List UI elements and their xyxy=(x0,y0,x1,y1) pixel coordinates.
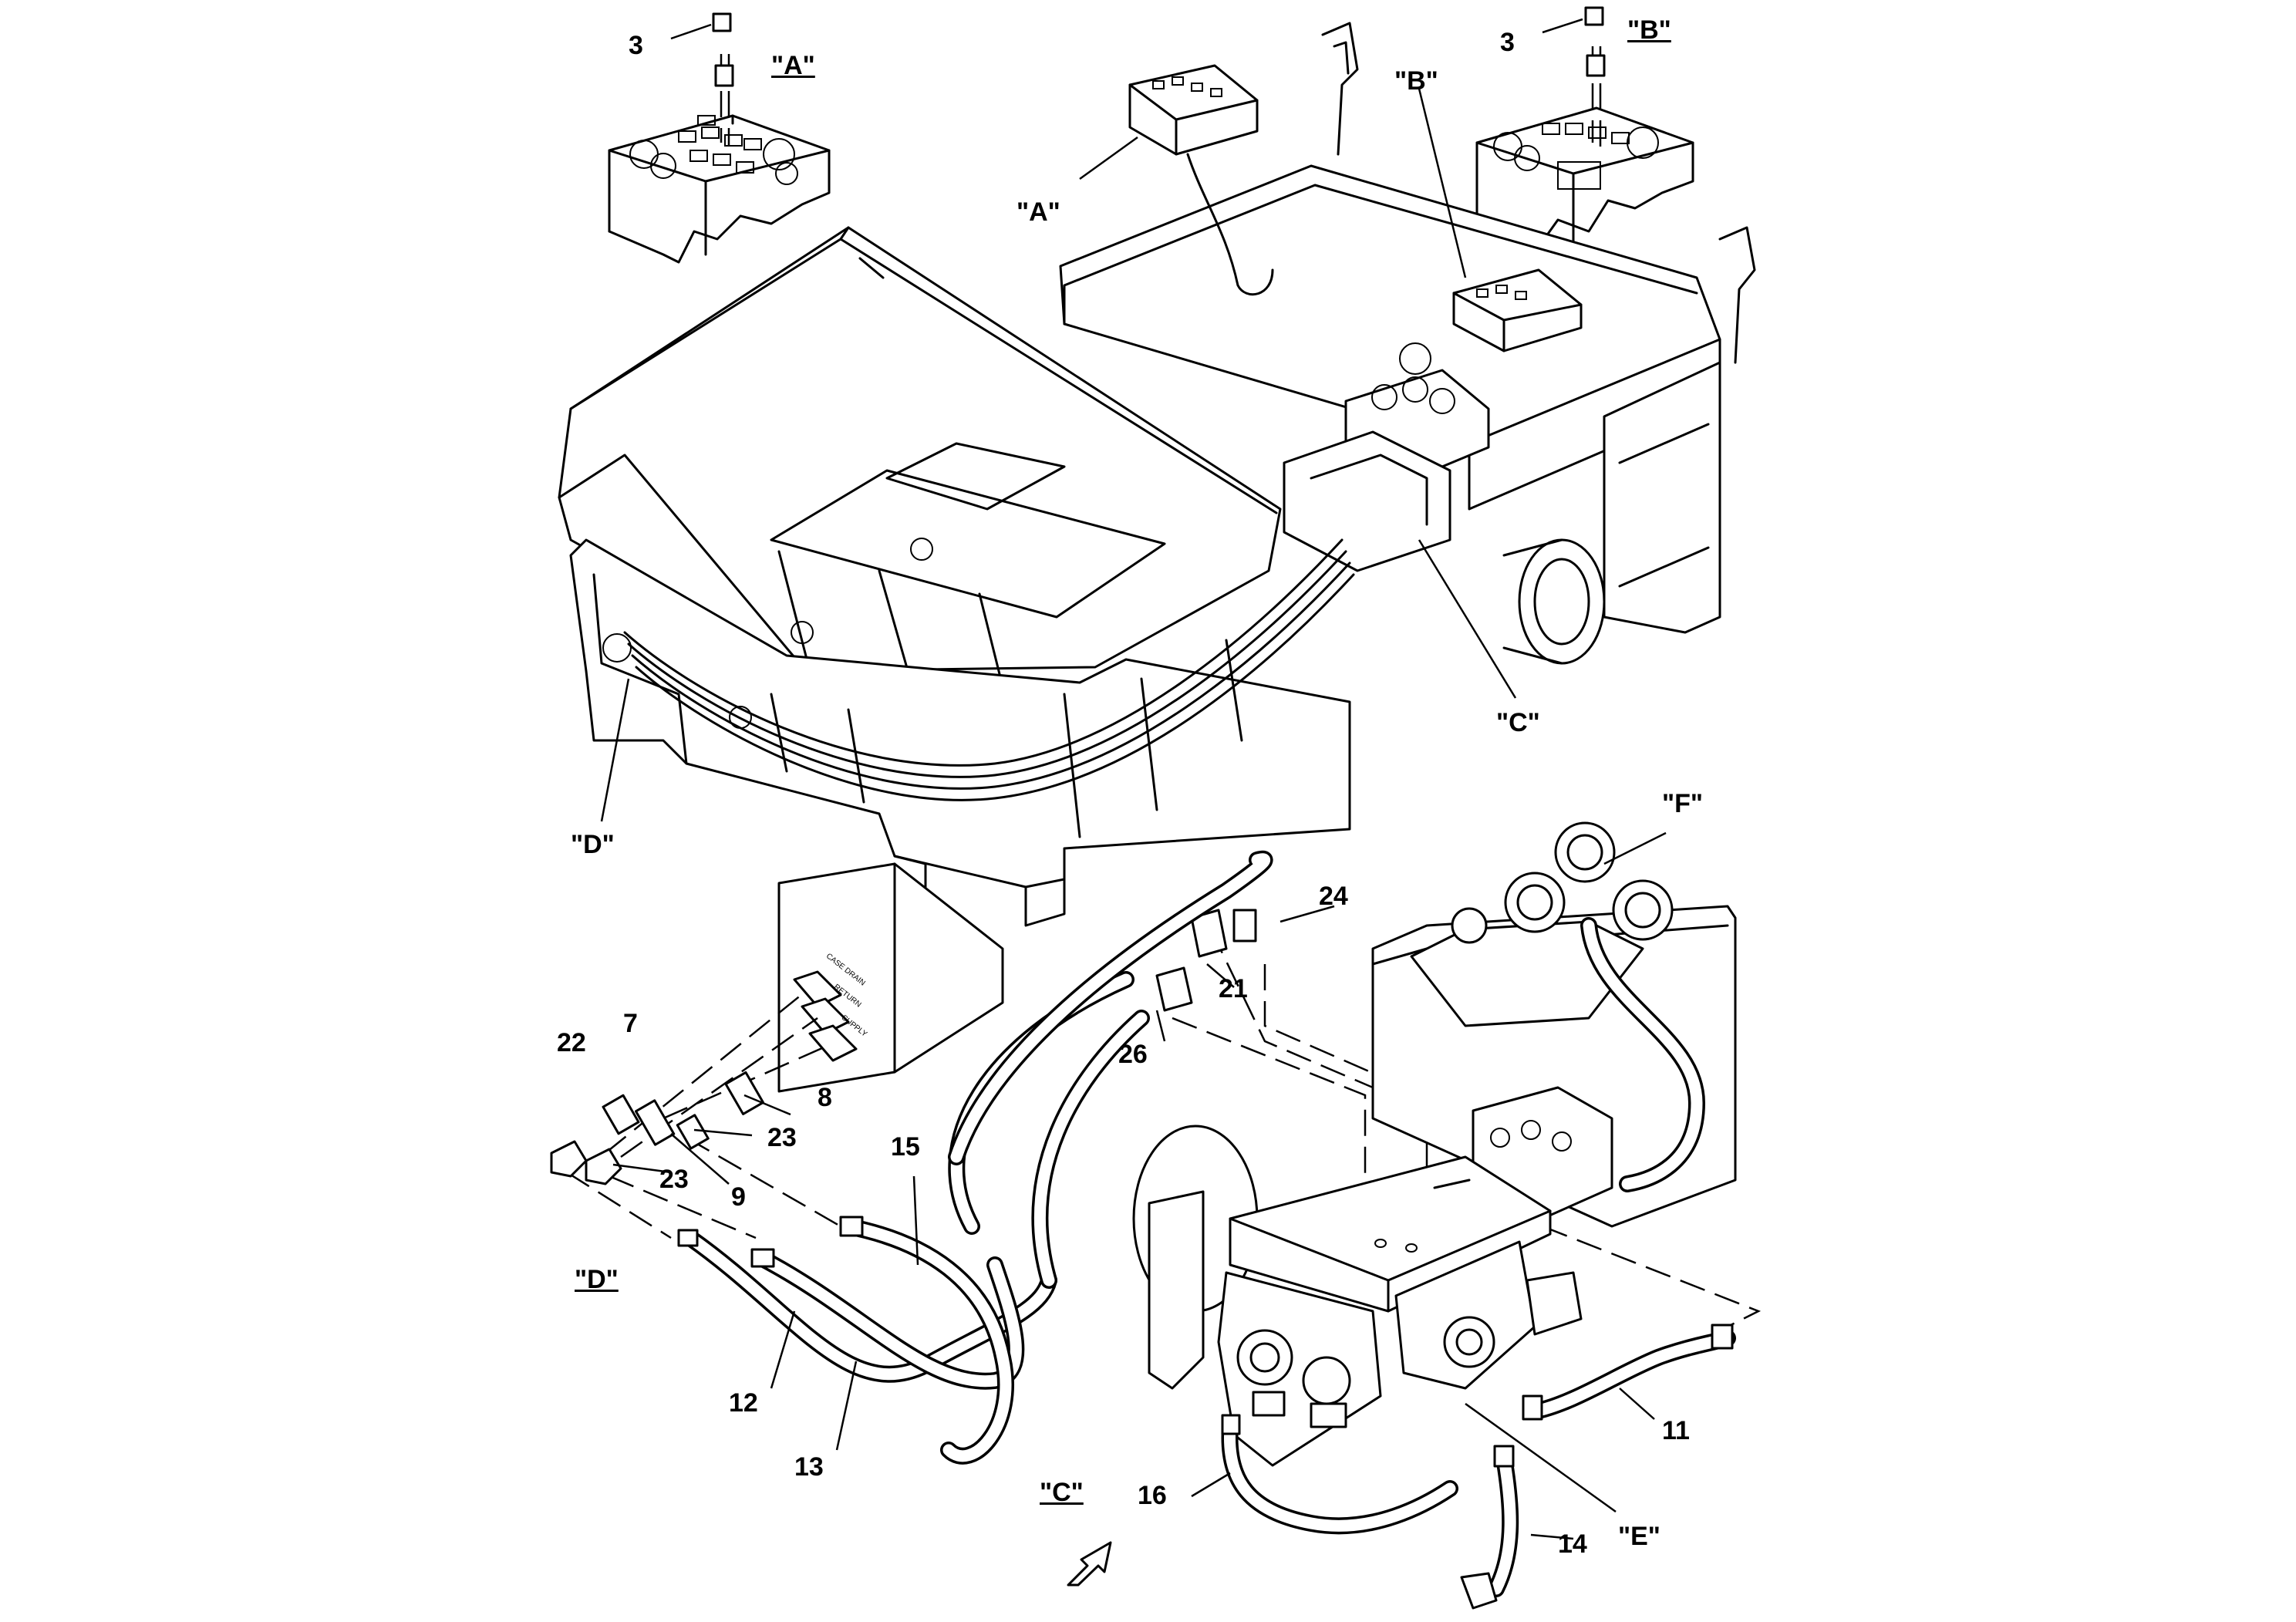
detail-b-control-box xyxy=(1475,6,1694,248)
port-panel xyxy=(777,862,1004,1093)
hose-bundle-d xyxy=(623,538,1355,838)
hose-group-left xyxy=(677,850,1273,1465)
callout-23-upper: 23 xyxy=(767,1123,797,1152)
callout-21: 21 xyxy=(1219,974,1248,1003)
console-b-mounted xyxy=(1452,268,1583,352)
view-ref-d: "D" xyxy=(571,830,615,859)
view-label-d: "D" xyxy=(575,1265,619,1294)
view-ref-f: "F" xyxy=(1662,789,1704,818)
callout-13: 13 xyxy=(794,1452,824,1482)
callout-14: 14 xyxy=(1558,1529,1587,1559)
callout-9: 9 xyxy=(731,1182,746,1212)
loose-fittings xyxy=(550,909,1257,1185)
view-label-b-detail: "B" xyxy=(1627,15,1671,45)
callout-26: 26 xyxy=(1118,1040,1148,1069)
console-a-mounted xyxy=(1128,64,1274,296)
callout-23-lower: 23 xyxy=(659,1165,689,1194)
callout-leaders xyxy=(612,831,1667,1540)
hose-group-right xyxy=(1221,1324,1736,1610)
view-label-c: "C" xyxy=(1040,1478,1084,1507)
callout-24: 24 xyxy=(1319,882,1348,911)
callout-12: 12 xyxy=(729,1388,758,1418)
chassis-frame xyxy=(1059,22,1756,665)
view-ref-a: "A" xyxy=(1017,197,1060,227)
view-label-a-detail: "A" xyxy=(771,51,815,80)
callout-15: 15 xyxy=(891,1132,920,1162)
callout-22: 22 xyxy=(557,1028,586,1057)
view-ref-b: "B" xyxy=(1394,66,1438,96)
callout-3-right: 3 xyxy=(1500,28,1515,57)
detail-a-control-box xyxy=(608,12,831,264)
callout-11: 11 xyxy=(1662,1416,1690,1445)
view-c-arrow xyxy=(1067,1541,1112,1587)
pump-assembly xyxy=(1132,821,1737,1467)
callout-16: 16 xyxy=(1138,1481,1167,1510)
callout-3-left: 3 xyxy=(629,31,643,60)
view-ref-e: "E" xyxy=(1618,1522,1660,1551)
view-ref-c: "C" xyxy=(1496,708,1540,737)
callout-8: 8 xyxy=(818,1083,832,1112)
callout-7: 7 xyxy=(623,1009,638,1038)
